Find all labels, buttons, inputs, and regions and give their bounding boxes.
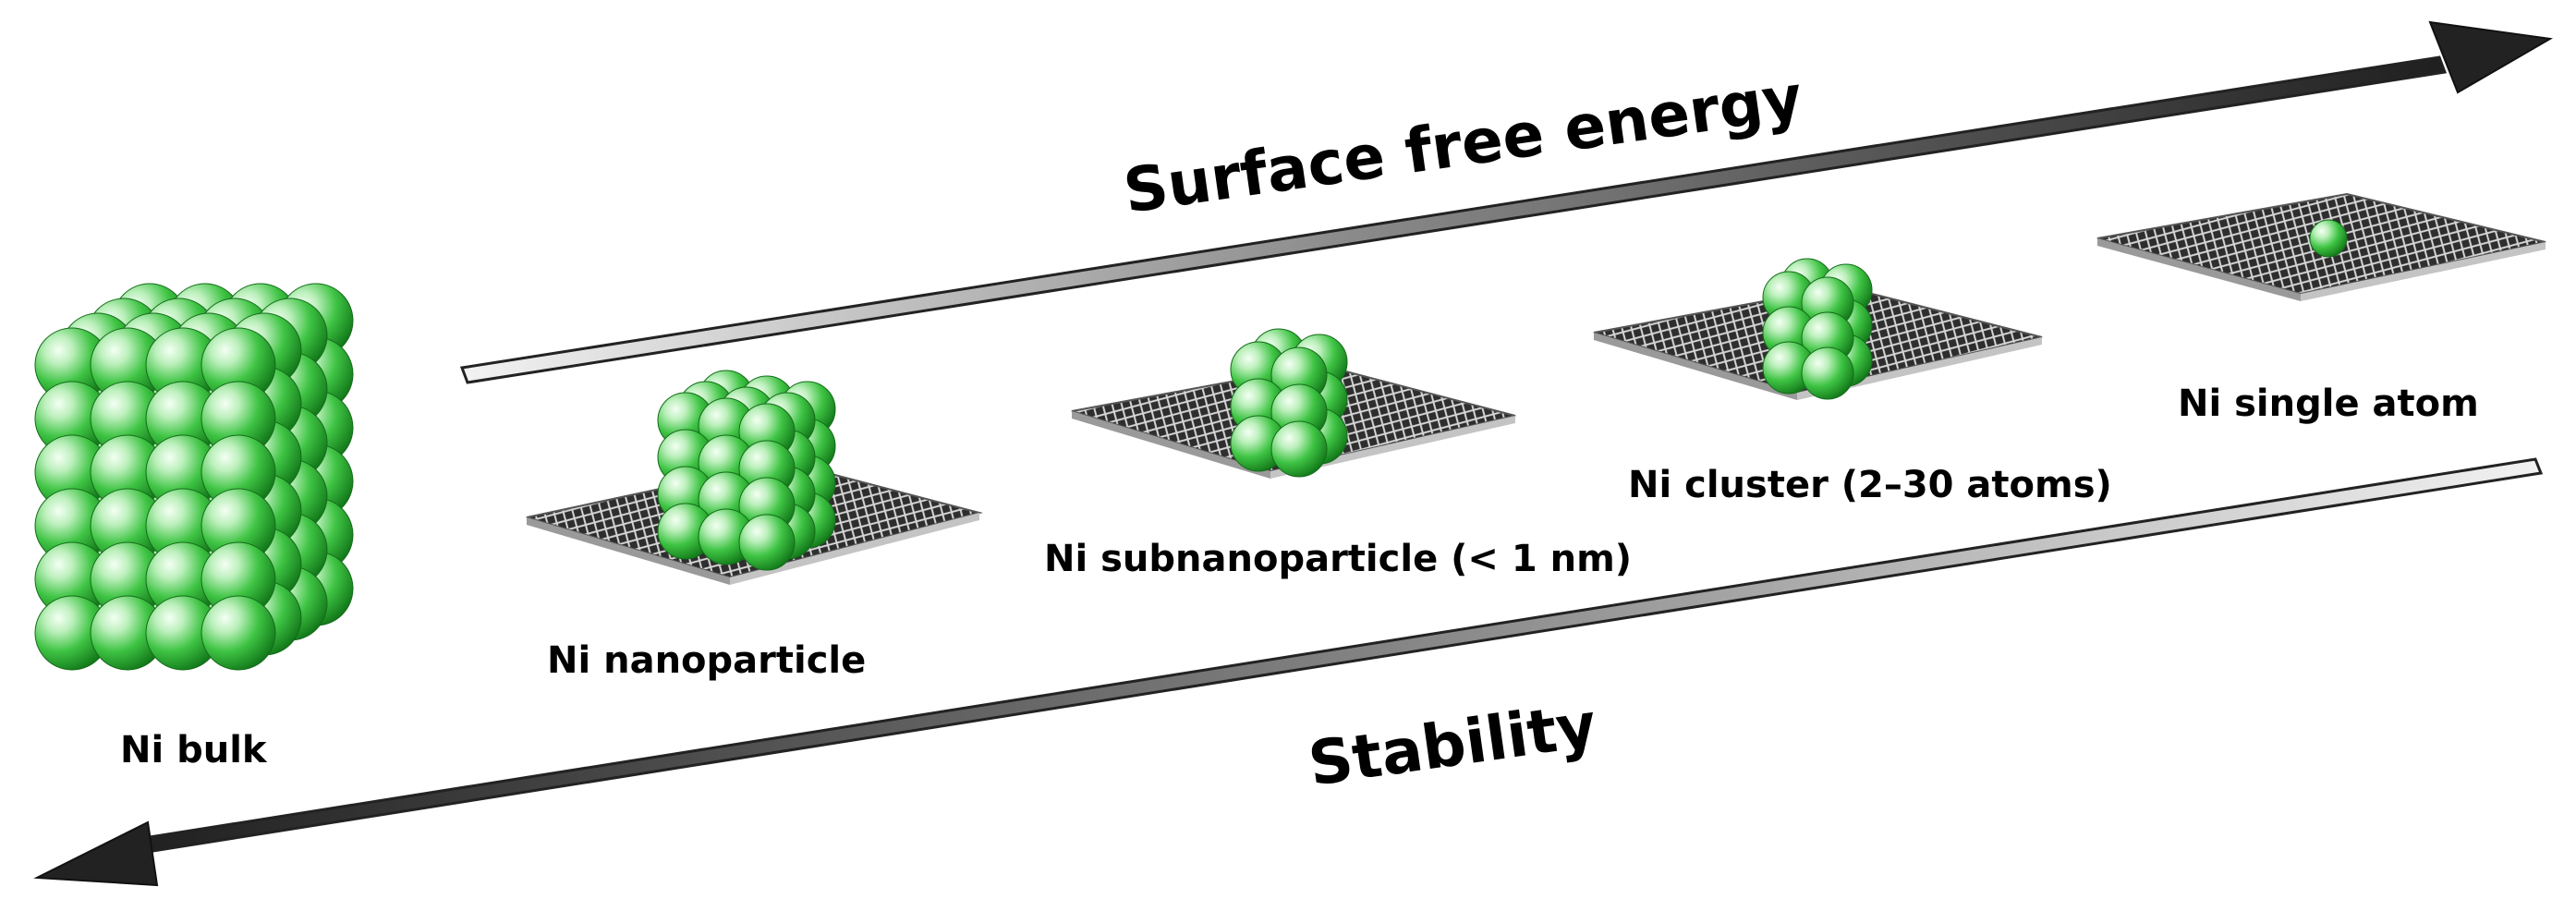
label-ni-nanoparticle: Ni nanoparticle: [547, 639, 866, 682]
ni-atom: [1802, 347, 1853, 399]
ni-nanoparticle-atoms: [658, 370, 835, 570]
ni-atom: [1271, 421, 1327, 477]
ni-atom: [201, 596, 275, 670]
surface-energy-arrow: [462, 22, 2550, 383]
label-ni-cluster: Ni cluster (2–30 atoms): [1628, 464, 2112, 506]
ni-atom: [2310, 220, 2347, 257]
label-ni-single-atom: Ni single atom: [2178, 383, 2479, 425]
ni-cluster-atoms: [1763, 259, 1872, 399]
stability-label: Stability: [1305, 689, 1601, 800]
ni-subnanoparticle-atoms: [1231, 329, 1347, 477]
stability-arrow: [37, 459, 2541, 885]
ni-bulk-atoms: [35, 284, 353, 670]
ni-atom: [739, 515, 795, 570]
surface-energy-label: Surface free energy: [1120, 62, 1807, 227]
ni-single-atom: [2310, 220, 2347, 257]
label-ni-subnanoparticle: Ni subnanoparticle (< 1 nm): [1044, 538, 1632, 580]
label-ni-bulk: Ni bulk: [120, 729, 268, 771]
